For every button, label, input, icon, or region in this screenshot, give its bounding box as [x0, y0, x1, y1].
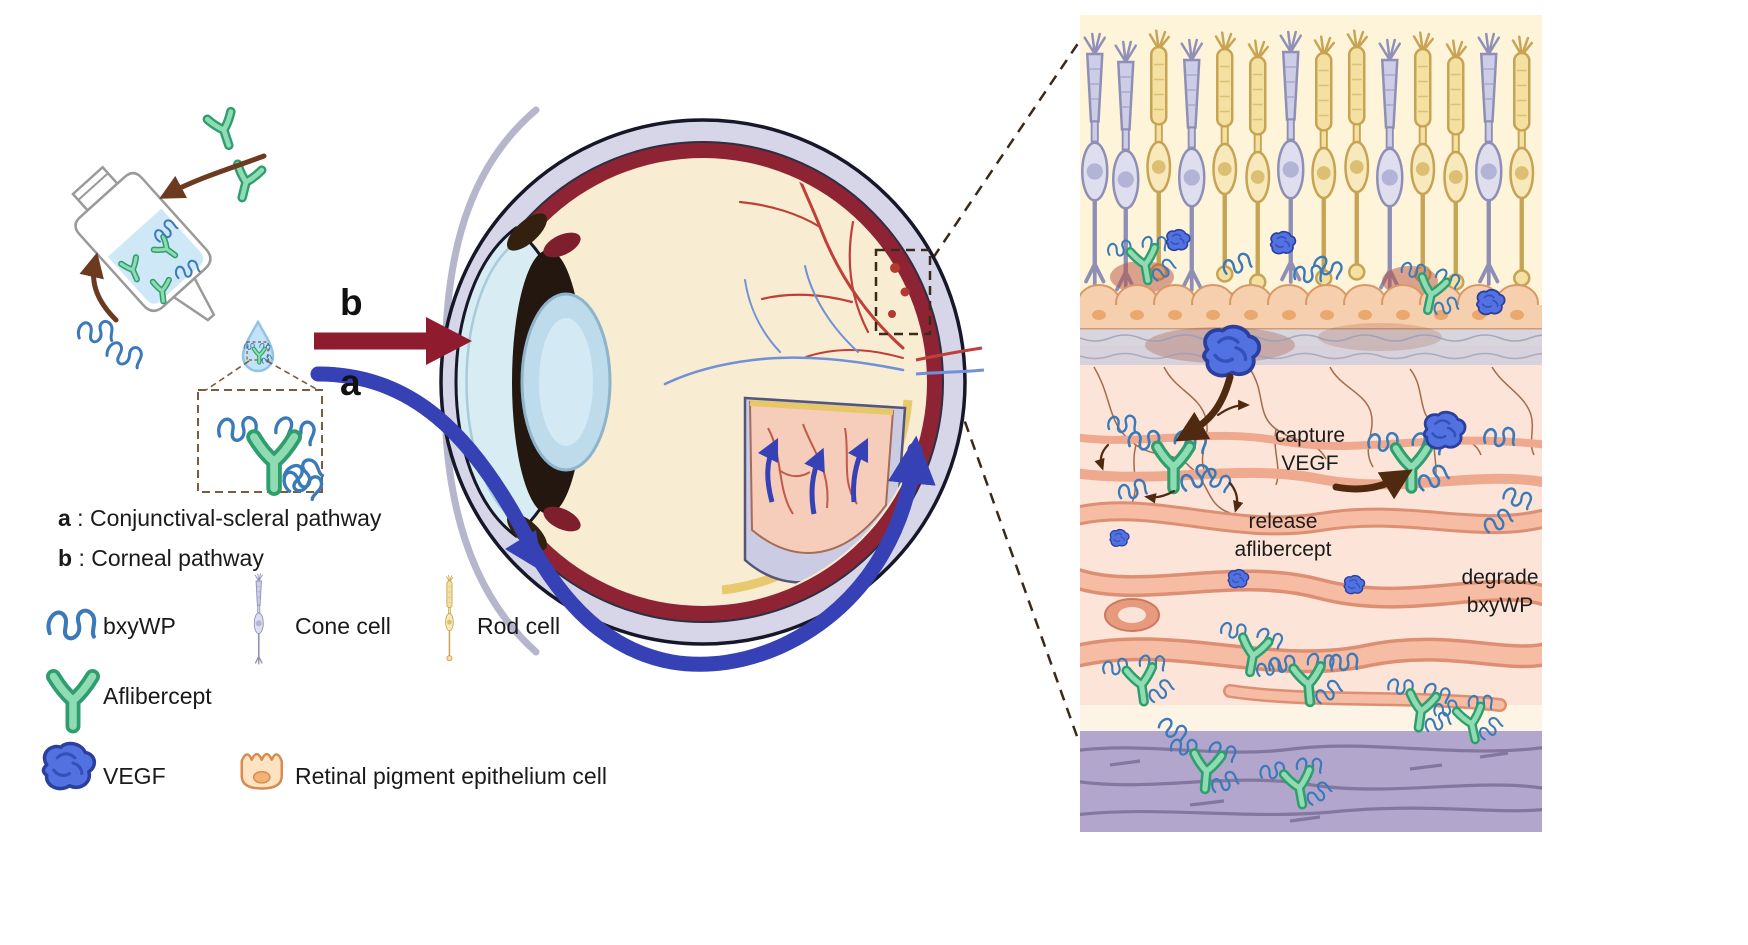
capture-vegf-arrow [1332, 469, 1413, 500]
rod-cell-icon [444, 574, 455, 662]
lesion-spots [888, 263, 910, 318]
pathway-key-b: b : Corneal pathway [58, 544, 264, 573]
retina-detail-panel: capture VEGF release aflibercept degrade… [1080, 15, 1542, 832]
pathway-key-b-letter: b [58, 545, 73, 571]
vegf-to-complex-arrow [1175, 373, 1234, 442]
eye-dropper-assembly [71, 112, 327, 503]
conjunctiva-arc-bottom [442, 430, 540, 656]
bxywp-molecule-icon [103, 337, 145, 371]
zoom-connector-lines [931, 41, 1081, 743]
annotation-capture-vegf: capture VEGF [1274, 424, 1346, 475]
corneal-pathway-arrow-label: b [340, 282, 363, 323]
sclera-fibers [1080, 744, 1542, 823]
rpe-cell-icon [240, 752, 283, 790]
aflibercept-antibody-icon [54, 677, 93, 727]
bruchs-membrane [1080, 323, 1542, 365]
bxywp-molecule-icon [76, 319, 114, 344]
legend-label-rod-cell: Rod cell [477, 613, 561, 639]
legend-label-aflibercept: Aflibercept [103, 683, 212, 709]
flap-flow-arrows [757, 437, 869, 515]
pathway-key-a-letter: a [58, 505, 71, 531]
dropper-bottle [71, 165, 216, 322]
panel-arrows [1094, 373, 1413, 513]
pathway-key-a: a : Conjunctival-scleral pathway [58, 504, 381, 533]
mixing-arrow-antibody [159, 153, 267, 199]
legend-label-cone-cell: Cone cell [295, 613, 391, 639]
annotation-degrade-bxywp: degrade bxyWP [1461, 566, 1539, 617]
conjunctival-pathway-arrow-label: a [340, 362, 361, 403]
conjunctiva-arc-top [442, 106, 540, 336]
mixing-arrow-bxywp [79, 252, 119, 323]
zoom-region-box [874, 248, 932, 336]
release-arrow [1228, 481, 1244, 513]
rpe-layer [1080, 284, 1542, 330]
legend-label-bxywp: bxyWP [103, 613, 176, 639]
retina-panel-illustration [1080, 15, 1542, 832]
cone-cell-icon [253, 573, 265, 665]
eye-cross-section [439, 106, 985, 656]
pathway-b-arrow [314, 317, 472, 365]
complex-zoom-box [197, 389, 323, 493]
aflibercept-molecule-icon [207, 112, 240, 149]
pathway-a-mid-arrowhead [505, 530, 543, 572]
annotation-release-aflibercept: release aflibercept [1234, 510, 1332, 561]
pathway-key-b-text: : Corneal pathway [72, 545, 264, 571]
eye-drop [241, 319, 275, 373]
pathway-a-arrow [310, 366, 936, 672]
aflibercept-molecule-icon [230, 164, 262, 200]
bxywp-spiral-icon [48, 611, 94, 639]
aflibercept-bxywp-complex [219, 414, 327, 503]
optic-vessels-exit [915, 346, 985, 376]
pathway-key-a-text: : Conjunctival-scleral pathway [70, 505, 382, 531]
retinal-blood-vessels [663, 160, 905, 386]
legend-label-rpe: Retinal pigment epithelium cell [295, 763, 607, 789]
legend-label-vegf: VEGF [103, 763, 166, 789]
vegf-blob-icon [41, 741, 97, 791]
